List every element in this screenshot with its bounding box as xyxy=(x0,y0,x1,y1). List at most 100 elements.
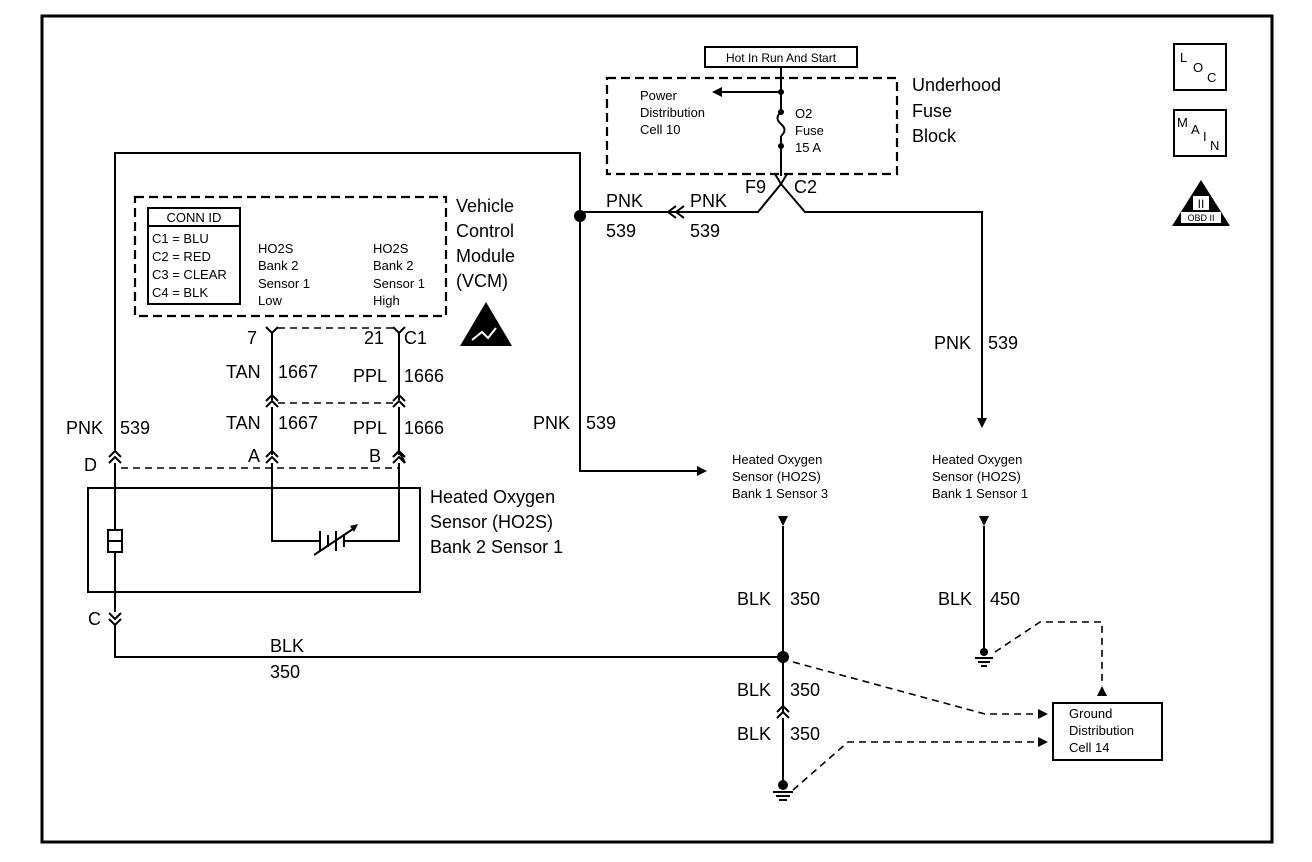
wire-label-pnk-2: PNK xyxy=(690,191,727,211)
wire-label-350-3: 350 xyxy=(790,680,820,700)
b1s3-label-2: Sensor (HO2S) xyxy=(732,469,821,484)
loc-letter-c: C xyxy=(1207,70,1216,85)
ground-dist-label-2: Distribution xyxy=(1069,723,1134,738)
vcm-high-label-2: Bank 2 xyxy=(373,258,413,273)
wire-label-350-4: 350 xyxy=(790,724,820,744)
ground-dist-label-3: Cell 14 xyxy=(1069,740,1109,755)
b2s1-label-1: Heated Oxygen xyxy=(430,487,555,507)
loc-letter-o: O xyxy=(1193,60,1203,75)
pin-b-label: B xyxy=(369,446,381,466)
b1s3-arrow xyxy=(697,466,707,476)
c1-pin-7-icon xyxy=(265,326,279,335)
bus-splice xyxy=(778,89,784,95)
wire-label-tan-1: TAN xyxy=(226,362,261,382)
vcm-low-label-3: Sensor 1 xyxy=(258,276,310,291)
b1s1-label-2: Sensor (HO2S) xyxy=(932,469,1021,484)
conn-f9-label: F9 xyxy=(745,177,766,197)
pdc-label-2: Distribution xyxy=(640,105,705,120)
pin-a-label: A xyxy=(248,446,260,466)
obd-icon-text: OBD II xyxy=(1187,213,1214,223)
main-letter-i: I xyxy=(1203,129,1207,144)
wire-label-ppl-2: PPL xyxy=(353,418,387,438)
fuse-block-label-1: Underhood xyxy=(912,75,1001,95)
wire-label-pnk-5: PNK xyxy=(66,418,103,438)
ho2s-b2s1-box xyxy=(87,487,421,593)
pdc-label-3: Cell 10 xyxy=(640,122,680,137)
wire-label-ppl-1: PPL xyxy=(353,366,387,386)
wire-label-blk-5: BLK xyxy=(938,589,972,609)
wire-label-blk-3: BLK xyxy=(737,680,771,700)
pin-c-icon xyxy=(108,612,122,621)
underhood-fuse-block-outline xyxy=(605,76,899,176)
conn-c2-label: C2 xyxy=(794,177,817,197)
vcm-high-label-4: High xyxy=(373,293,400,308)
wire-label-blk-1: BLK xyxy=(270,636,304,656)
hot-label: Hot In Run And Start xyxy=(726,51,837,65)
conn-c1-label: C1 xyxy=(404,328,427,348)
fuse-block-label-2: Fuse xyxy=(912,101,952,121)
pnk-539-right-wire xyxy=(780,183,983,420)
main-icon[interactable] xyxy=(1173,109,1227,157)
b1s1-arrow xyxy=(977,418,987,428)
b1s3-label-3: Bank 1 Sensor 3 xyxy=(732,486,828,501)
fuse-label-1: O2 xyxy=(795,106,812,121)
vcm-low-label-2: Bank 2 xyxy=(258,258,298,273)
conn-id-row: C1 = BLU xyxy=(152,231,209,246)
wire-label-350-1: 350 xyxy=(270,662,300,682)
esd-sensitive-icon xyxy=(460,302,512,346)
pin-21-label: 21 xyxy=(364,328,384,348)
wire-label-tan-2: TAN xyxy=(226,413,261,433)
b1s1-label-3: Bank 1 Sensor 1 xyxy=(932,486,1028,501)
vcm-label-2: Control xyxy=(456,221,514,241)
wire-label-539-5: 539 xyxy=(120,418,150,438)
vcm-high-label-3: Sensor 1 xyxy=(373,276,425,291)
fuse-label-2: Fuse xyxy=(795,123,824,138)
inline-tan-icon xyxy=(265,393,279,402)
b1s1-label-1: Heated Oxygen xyxy=(932,452,1022,467)
obd-icon-ii: II xyxy=(1198,197,1205,211)
pnk-539-left-wire xyxy=(670,183,782,213)
wire-label-450: 450 xyxy=(990,589,1020,609)
wire-label-539-1: 539 xyxy=(606,221,636,241)
conn-id-row: C4 = BLK xyxy=(152,285,208,300)
main-letter-m: M xyxy=(1177,115,1188,130)
ground-distribution-box xyxy=(1052,702,1163,761)
ground-dist-ref-line-3 xyxy=(994,621,1103,686)
main-letter-n: N xyxy=(1210,138,1219,153)
ground-dist-ref-line-2 xyxy=(792,741,1040,791)
pin-c-label: C xyxy=(88,609,101,629)
b1s3-label-1: Heated Oxygen xyxy=(732,452,822,467)
b1s3-ground-arrow xyxy=(778,516,788,526)
wire-label-1667-2: 1667 xyxy=(278,413,318,433)
b2s1-label-2: Sensor (HO2S) xyxy=(430,512,553,532)
wire-label-539-3: 539 xyxy=(988,333,1018,353)
pin-d-label: D xyxy=(84,455,97,475)
inline-blk-icon xyxy=(776,704,790,713)
wire-label-1666-1: 1666 xyxy=(404,366,444,386)
main-letter-a: A xyxy=(1191,122,1200,137)
ground-dist-label-1: Ground xyxy=(1069,706,1112,721)
vcm-outline xyxy=(133,195,448,318)
b1s1-ground-arrow xyxy=(979,516,989,526)
blk-350-ground-wire xyxy=(114,625,783,658)
wire-label-pnk-4: PNK xyxy=(533,413,570,433)
wire-label-1667-1: 1667 xyxy=(278,362,318,382)
pdc-label-1: Power xyxy=(640,88,678,103)
loc-letter-l: L xyxy=(1180,50,1187,65)
pdc-arrow xyxy=(712,87,722,97)
vcm-low-label-1: HO2S xyxy=(258,241,294,256)
wire-label-pnk-3: PNK xyxy=(934,333,971,353)
pin-a-icon xyxy=(265,449,279,458)
pnk-539-to-b2s1-wire xyxy=(114,152,581,450)
wire-label-539-4: 539 xyxy=(586,413,616,433)
wire-label-350-2: 350 xyxy=(790,589,820,609)
wire-label-blk-2: BLK xyxy=(737,589,771,609)
wire-label-539-2: 539 xyxy=(690,221,720,241)
loc-icon[interactable] xyxy=(1173,43,1227,91)
vcm-label-1: Vehicle xyxy=(456,196,514,216)
pin-d-icon xyxy=(108,449,122,458)
b2s1-label-3: Bank 2 Sensor 1 xyxy=(430,537,563,557)
conn-id-row: C2 = RED xyxy=(152,249,211,264)
conn-id-table xyxy=(147,207,241,305)
